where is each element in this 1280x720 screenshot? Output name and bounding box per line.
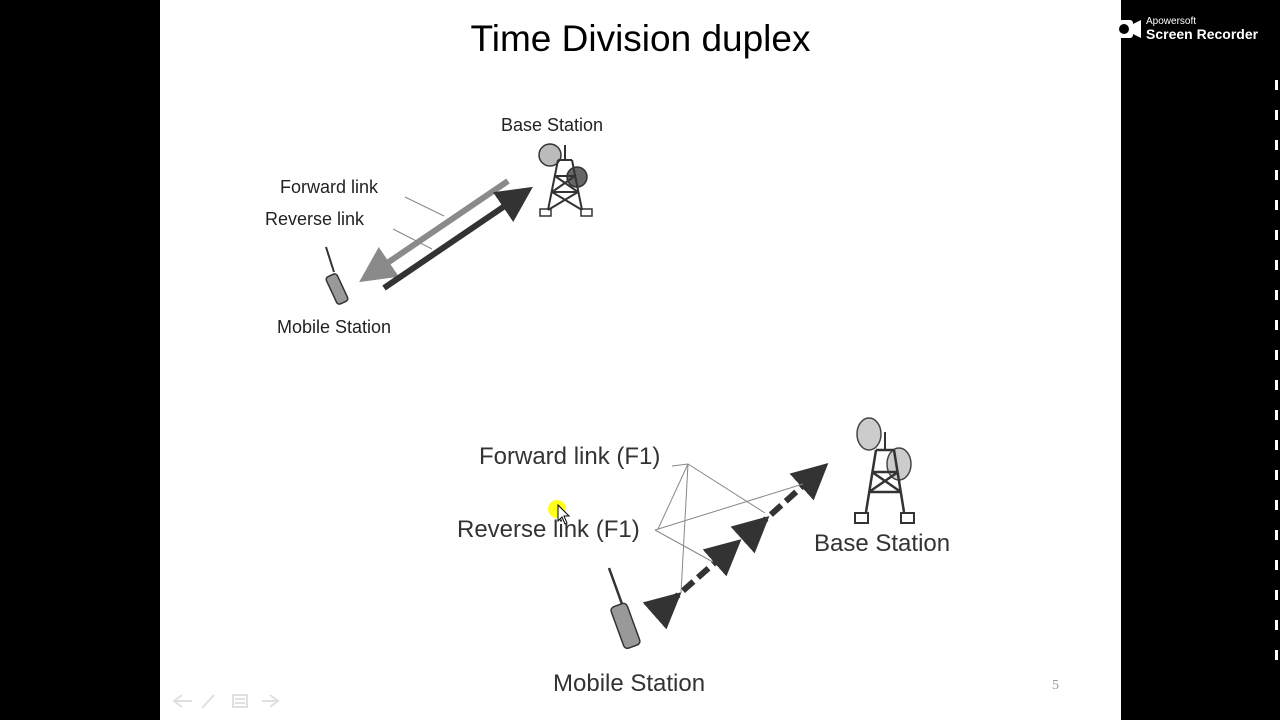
scrollbar[interactable] bbox=[1272, 0, 1280, 720]
previous-icon bbox=[172, 694, 192, 708]
bottom-base-station-label: Base Station bbox=[814, 530, 951, 557]
mouse-cursor-icon bbox=[557, 503, 571, 525]
slide-title: Time Division duplex bbox=[470, 18, 811, 59]
menu-icon bbox=[232, 694, 248, 708]
bottom-forward-link-label: Forward link (F1) bbox=[479, 443, 661, 470]
bottom-leader-lines bbox=[654, 463, 804, 594]
top-base-station-label: Base Station bbox=[501, 115, 604, 135]
slide-canvas bbox=[160, 0, 1121, 720]
watermark-brand: Apowersoft bbox=[1146, 16, 1197, 27]
top-reverse-link-arrow bbox=[382, 186, 533, 291]
watermark-product: Screen Recorder bbox=[1146, 26, 1259, 42]
recorder-camera-icon bbox=[1113, 20, 1141, 38]
pen-icon bbox=[201, 694, 215, 709]
bottom-reverse-link-label: Reverse link (F1) bbox=[457, 516, 640, 543]
slideshow-controls bbox=[172, 694, 280, 709]
bottom-lower-arrow bbox=[642, 539, 742, 630]
top-forward-link-label: Forward link bbox=[280, 177, 379, 197]
right-black-panel bbox=[1121, 0, 1280, 720]
bottom-mobile-station-label: Mobile Station bbox=[553, 670, 706, 697]
top-reverse-link-label: Reverse link bbox=[265, 209, 365, 229]
top-base-station-tower-icon bbox=[538, 143, 593, 217]
bottom-base-station-tower-icon bbox=[854, 417, 915, 524]
top-forward-link-arrow bbox=[359, 178, 510, 283]
top-forward-leader bbox=[404, 196, 445, 217]
top-reverse-leader bbox=[392, 228, 433, 250]
next-icon bbox=[262, 694, 280, 708]
bottom-mobile-phone-icon bbox=[607, 567, 641, 650]
page-number: 5 bbox=[1052, 678, 1059, 693]
top-mobile-station-label: Mobile Station bbox=[277, 317, 392, 337]
bottom-upper-arrow bbox=[730, 462, 829, 554]
top-mobile-phone-icon bbox=[325, 246, 349, 305]
